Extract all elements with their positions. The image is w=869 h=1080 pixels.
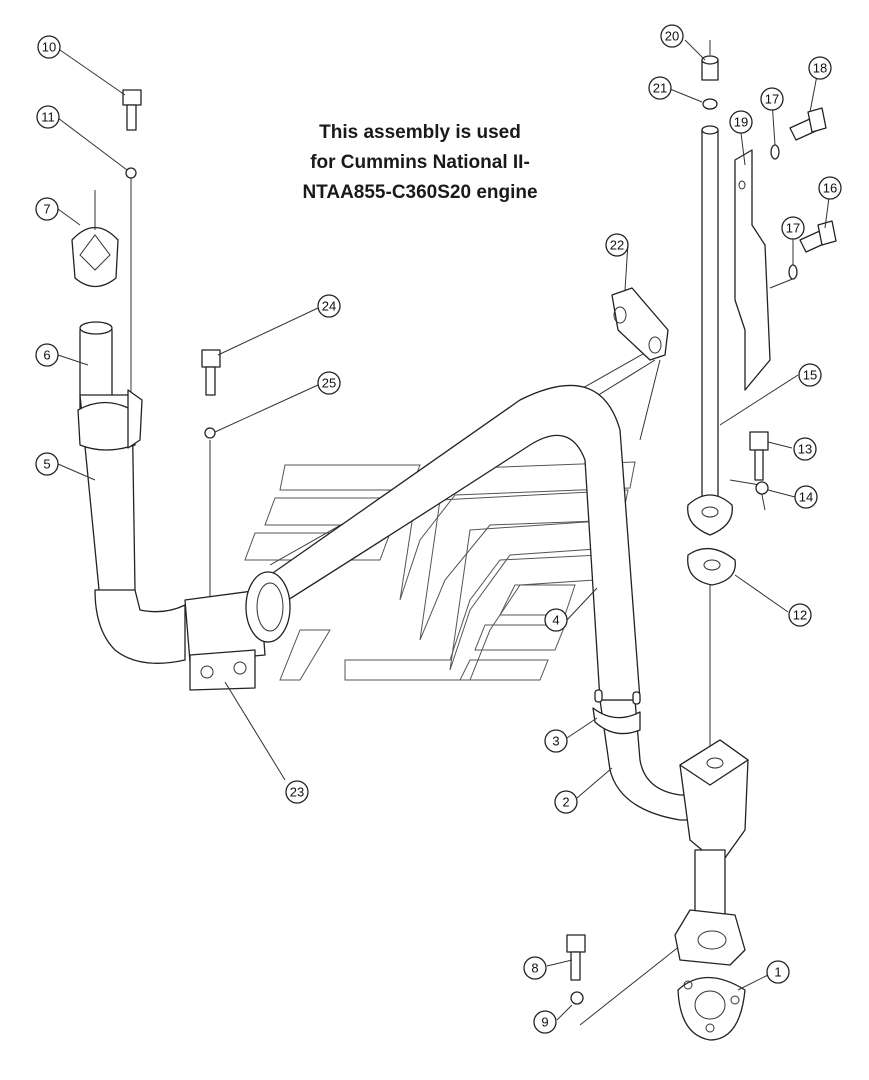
callout-18: 18	[808, 56, 832, 80]
callout-14: 14	[794, 485, 818, 509]
washer-21	[702, 98, 718, 110]
callout-6: 6	[35, 343, 59, 367]
callout-3: 3	[544, 729, 568, 753]
svg-text:21: 21	[653, 81, 667, 96]
callout-17-upper: 17	[760, 87, 784, 111]
svg-text:3: 3	[552, 734, 559, 749]
svg-text:10: 10	[42, 40, 56, 55]
gasket-1	[677, 977, 746, 1041]
callout-7: 7	[35, 197, 59, 221]
svg-text:13: 13	[798, 442, 812, 457]
tail-pipe	[701, 129, 719, 511]
callout-8: 8	[523, 956, 547, 980]
svg-text:25: 25	[322, 376, 336, 391]
gasket-12	[687, 548, 736, 586]
clamp-3	[592, 689, 641, 735]
assembly-note-line-3: NTAA855-C360S20 engine	[302, 182, 538, 203]
svg-text:12: 12	[793, 608, 807, 623]
svg-text:5: 5	[43, 457, 50, 472]
callout-4: 4	[544, 608, 568, 632]
heat-shield	[734, 149, 771, 391]
washer-17-upper	[770, 144, 780, 160]
callout-15: 15	[798, 363, 822, 387]
svg-text:22: 22	[610, 238, 624, 253]
svg-text:9: 9	[541, 1015, 548, 1030]
callout-2: 2	[554, 790, 578, 814]
svg-text:23: 23	[290, 785, 304, 800]
svg-text:2: 2	[562, 795, 569, 810]
callout-17-lower: 17	[781, 216, 805, 240]
exhaust-pipe-2	[599, 699, 749, 1041]
callout-13: 13	[793, 437, 817, 461]
muffler-assembly	[71, 190, 291, 691]
callout-12: 12	[788, 603, 812, 627]
assembly-note-line-1: This assembly is used	[319, 122, 521, 143]
svg-text:18: 18	[813, 61, 827, 76]
bolt-13-washer-14	[749, 431, 769, 495]
bracket-23	[189, 649, 256, 691]
callout-19: 19	[729, 110, 753, 134]
svg-text:17: 17	[786, 221, 800, 236]
svg-text:7: 7	[43, 202, 50, 217]
callout-9: 9	[533, 1010, 557, 1034]
svg-text:14: 14	[799, 490, 813, 505]
rain-cap	[71, 226, 119, 288]
pipe-flange	[687, 494, 733, 536]
svg-text:17: 17	[765, 92, 779, 107]
downpipe-flange	[674, 909, 746, 966]
callout-10: 10	[37, 35, 61, 59]
callout-24: 24	[317, 294, 341, 318]
callout-11: 11	[36, 105, 60, 129]
svg-text:24: 24	[322, 299, 336, 314]
callout-5: 5	[35, 452, 59, 476]
callout-23: 23	[285, 780, 309, 804]
loop-pipe-4	[269, 384, 641, 701]
svg-text:11: 11	[41, 110, 55, 125]
assembly-note-line-2: for Cummins National II-	[310, 152, 530, 173]
bracket-22	[611, 287, 669, 361]
washer-17-lower	[788, 264, 798, 280]
flex-joint	[184, 589, 266, 663]
callout-20: 20	[660, 24, 684, 48]
callout-21: 21	[648, 76, 672, 100]
tail-pipe-assembly	[687, 55, 736, 586]
callout-25: 25	[317, 371, 341, 395]
svg-text:15: 15	[803, 368, 817, 383]
callout-16: 16	[818, 176, 842, 200]
callout-22: 22	[605, 233, 629, 257]
svg-text:6: 6	[43, 348, 50, 363]
svg-text:19: 19	[734, 115, 748, 130]
svg-text:16: 16	[823, 181, 837, 196]
callout-1: 1	[766, 960, 790, 984]
svg-text:1: 1	[774, 965, 781, 980]
heat-shield-assembly	[734, 107, 837, 391]
assembly-note: This assembly is used for Cummins Nation…	[250, 118, 590, 208]
svg-text:8: 8	[531, 961, 538, 976]
svg-text:4: 4	[552, 613, 559, 628]
svg-text:20: 20	[665, 29, 679, 44]
fasteners	[122, 89, 586, 1005]
